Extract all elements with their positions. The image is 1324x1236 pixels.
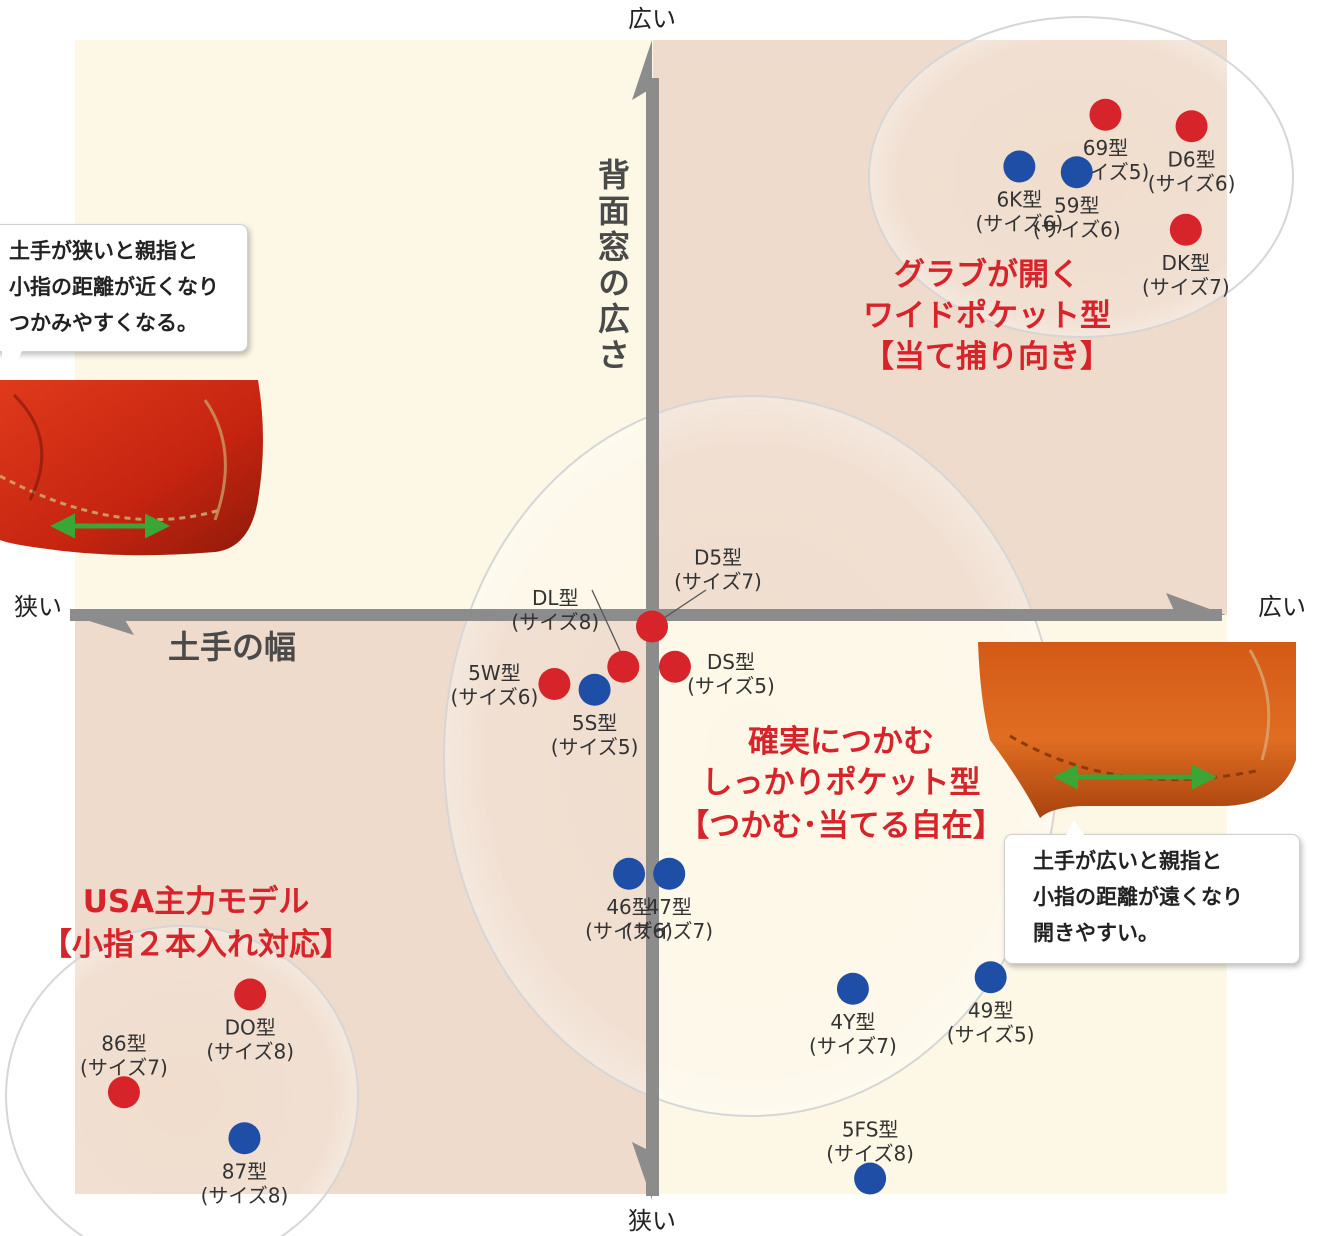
- point-name-3: 59型: [1054, 193, 1099, 217]
- point-name-12: 4Y型: [830, 1010, 875, 1034]
- data-points: 69型(サイズ5)D6型(サイズ6)6K型(サイズ6)59型(サイズ6)DK型(…: [80, 98, 1236, 1207]
- category-firm-line-1: 確実につかむ: [748, 724, 934, 760]
- point-name-14: 5FS型: [842, 1118, 899, 1142]
- point-size-1: (サイズ6): [1148, 171, 1236, 195]
- point-name-0: 69型: [1083, 136, 1128, 160]
- point-dot-4: [1169, 213, 1202, 246]
- point-dot-7: [658, 650, 691, 683]
- category-wide-line-3: 【当て捕り向き】: [863, 339, 1111, 375]
- point-dot-2: [1003, 150, 1036, 183]
- point-size-4: (サイズ7): [1142, 275, 1230, 299]
- point-dot-0: [1089, 98, 1122, 131]
- callout-wide-line-3: 開きやすい。: [1033, 921, 1159, 945]
- point-size-2: (サイズ6): [975, 212, 1063, 236]
- callout-narrow-line-1: 土手が狭いと親指と: [9, 239, 198, 263]
- point-size-12: (サイズ7): [809, 1034, 897, 1058]
- x-axis-left-label: 狭い: [14, 593, 62, 621]
- x-axis-right-label: 広い: [1258, 593, 1306, 621]
- point-dot-11: [653, 857, 686, 890]
- x-axis-title: 土手の幅: [168, 628, 296, 666]
- point-name-8: 5W型: [468, 661, 521, 685]
- point-size-9: (サイズ5): [551, 735, 639, 759]
- point-size-13: (サイズ5): [947, 1022, 1035, 1046]
- category-firm-line-2: しっかりポケット型: [702, 765, 981, 801]
- category-usa-line-2: 【小指２本入れ対応】: [41, 927, 351, 963]
- point-size-7: (サイズ5): [687, 674, 775, 698]
- callout-wide-tail: [1066, 820, 1084, 835]
- leader-line-d5: [657, 589, 707, 623]
- callout-narrow-line-3: つかみやすくなる。: [9, 311, 198, 335]
- point-size-5: (サイズ8): [511, 610, 599, 634]
- y-axis-top-label: 広い: [628, 5, 676, 33]
- point-dot-13: [974, 961, 1007, 994]
- point-name-13: 49型: [968, 998, 1013, 1022]
- point-name-4: DK型: [1162, 251, 1211, 275]
- point-dot-8: [538, 668, 571, 700]
- point-size-11: (サイズ7): [625, 919, 713, 943]
- point-name-11: 47型: [646, 895, 691, 919]
- leader-line-dl: [591, 589, 623, 656]
- category-usa-line-1: USA主力モデル: [83, 884, 310, 920]
- callout-wide-palm: 土手が広いと親指と 小指の距離が遠くなり 開きやすい。: [1004, 834, 1300, 964]
- point-name-9: 5S型: [572, 711, 617, 735]
- point-name-2: 6K型: [996, 188, 1042, 212]
- point-size-10: (サイズ6): [585, 919, 673, 943]
- point-dot-3: [1060, 156, 1093, 189]
- y-axis-title: 背面窓の広さ: [593, 158, 631, 374]
- point-dot-16: [107, 1076, 140, 1109]
- point-name-16: 86型: [101, 1031, 146, 1055]
- group-bubble-usa: [5, 925, 359, 1236]
- callout-narrow-palm: 土手が狭いと親指と 小指の距離が近くなり つかみやすくなる。: [0, 224, 248, 352]
- y-axis-bottom-label: 狭い: [628, 1207, 676, 1235]
- point-size-15: (サイズ8): [206, 1040, 294, 1064]
- callout-narrow-tail: [2, 351, 22, 365]
- callout-narrow-line-2: 小指の距離が近くなり: [9, 275, 219, 299]
- point-dot-14: [854, 1162, 887, 1195]
- point-size-6: (サイズ7): [674, 570, 762, 594]
- point-name-10: 46型: [606, 895, 651, 919]
- glove-wide-illustration: [978, 642, 1296, 818]
- point-dot-10: [613, 857, 646, 890]
- point-dot-5: [607, 650, 640, 683]
- point-name-1: D6型: [1167, 147, 1215, 171]
- point-size-3: (サイズ6): [1033, 217, 1121, 241]
- point-size-14: (サイズ8): [826, 1142, 914, 1166]
- callout-wide-line-1: 土手が広いと親指と: [1033, 849, 1222, 873]
- point-dot-6: [636, 610, 668, 643]
- glove-narrow-illustration: [0, 380, 263, 556]
- point-name-5: DL型: [532, 586, 579, 610]
- point-size-8: (サイズ6): [451, 685, 539, 709]
- category-wide-line-2: ワイドポケット型: [863, 298, 1111, 334]
- point-dot-1: [1175, 110, 1208, 143]
- point-dot-15: [234, 978, 267, 1011]
- point-name-6: D5型: [694, 546, 742, 570]
- point-size-17: (サイズ8): [201, 1183, 289, 1207]
- point-dot-17: [228, 1122, 261, 1155]
- category-wide-line-1: グラブが開く: [894, 257, 1080, 293]
- point-dot-9: [578, 673, 611, 706]
- category-firm-line-3: 【つかむ･当てる自在】: [678, 808, 1004, 844]
- point-name-17: 87型: [222, 1159, 267, 1183]
- point-dot-12: [836, 972, 869, 1005]
- callout-wide-line-2: 小指の距離が遠くなり: [1033, 885, 1243, 909]
- point-name-7: DS型: [707, 650, 755, 674]
- point-size-16: (サイズ7): [80, 1055, 168, 1079]
- point-name-15: DO型: [225, 1016, 276, 1040]
